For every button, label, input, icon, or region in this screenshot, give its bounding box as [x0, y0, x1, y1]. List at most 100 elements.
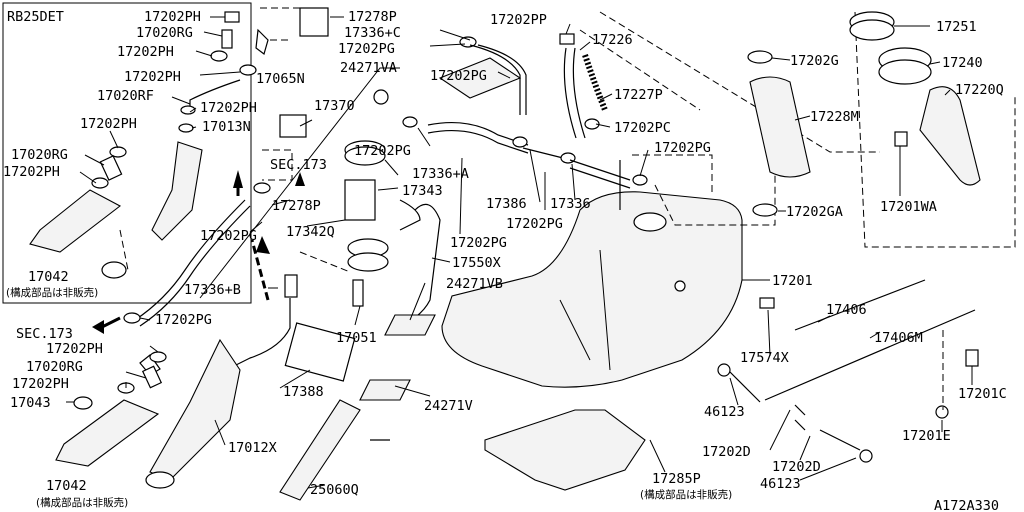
part-label: 17285P — [652, 471, 701, 487]
arrow-left-icon — [92, 320, 104, 334]
part-label: 17202PH — [124, 69, 181, 85]
part-label: 17202PG — [430, 68, 487, 84]
clamp-icon — [253, 182, 271, 194]
part-label: 17202PH — [3, 164, 60, 180]
part-label: 17202PP — [490, 12, 547, 28]
clamp-icon — [224, 11, 240, 23]
part-label: 24271VA — [340, 60, 397, 76]
filler-neck-icon — [151, 141, 203, 241]
heat-insulator-icon — [384, 314, 436, 336]
leader-line — [119, 229, 129, 271]
part-label: 17042 — [28, 269, 69, 285]
part-label: 17336 — [550, 196, 591, 212]
section-ref-label: SEC.173 — [16, 326, 73, 342]
sender-unit-icon — [299, 7, 329, 37]
clamp-icon — [109, 146, 127, 158]
part-label: 17201 — [772, 273, 813, 289]
part-label: 17550X — [452, 255, 501, 271]
part-label: 17202PH — [200, 100, 257, 116]
bolt-icon — [965, 349, 979, 367]
clamp-icon — [123, 312, 141, 324]
clamp-icon — [512, 136, 528, 148]
part-labels: 17202PH 17020RG 17202PH 17278P 17202PH 1… — [3, 9, 1007, 512]
hose-piece-icon — [141, 365, 163, 389]
part-label: 17202PH — [144, 9, 201, 25]
part-label: 17226 — [592, 32, 633, 48]
part-label: 17202G — [790, 53, 839, 69]
grommet-icon — [373, 89, 389, 105]
part-label: 17388 — [283, 384, 324, 400]
part-label: 17336+B — [184, 282, 241, 298]
nut-icon — [935, 405, 949, 419]
clamp-icon — [178, 123, 194, 133]
clamp-icon — [632, 174, 648, 186]
part-label: 17370 — [314, 98, 355, 114]
part-label: 17240 — [942, 55, 983, 71]
hose-line — [389, 203, 441, 331]
section-ref-label: SEC.173 — [270, 157, 327, 173]
part-label: 46123 — [760, 476, 801, 492]
clip-icon — [759, 297, 775, 309]
clamp-icon — [584, 118, 600, 130]
bolt-icon — [717, 363, 731, 377]
divider-line — [199, 67, 400, 299]
part-label: 17202PH — [117, 44, 174, 60]
part-label: 17202PG — [200, 228, 257, 244]
arrow-icon — [256, 236, 270, 254]
leader-lines — [66, 23, 973, 489]
heat-insulator-icon — [438, 57, 522, 99]
variant-label: RB25DET — [7, 9, 64, 25]
heat-shield-icon — [284, 322, 356, 382]
part-label: 17042 — [46, 478, 87, 494]
part-label: 17013N — [202, 119, 251, 135]
part-label: 17220Q — [955, 82, 1004, 98]
part-label: 17201C — [958, 386, 1007, 402]
part-label: 17202PH — [12, 376, 69, 392]
breather-hose-line — [563, 47, 577, 139]
part-label: 17342Q — [286, 224, 335, 240]
part-label: 17202D — [702, 444, 751, 460]
clamp-icon — [91, 177, 109, 189]
inset-parts — [29, 7, 329, 279]
connector-icon — [284, 274, 298, 298]
hose-line — [399, 199, 421, 231]
part-label: 17202GA — [786, 204, 843, 220]
heat-insulator-icon — [359, 379, 411, 401]
fuel-tank-body — [441, 191, 743, 388]
corrugated-tube-icon — [582, 54, 608, 112]
filler-cap-ring-icon — [101, 261, 127, 279]
not-for-sale-note: (構成部品は非販売) — [36, 496, 128, 509]
hose-line — [569, 159, 631, 181]
part-label: 17336+C — [344, 25, 401, 41]
arrow-up-icon — [295, 172, 305, 186]
bolt-icon — [894, 131, 908, 147]
clamp-icon — [559, 33, 575, 45]
part-label: 17202PG — [450, 235, 507, 251]
hose-line — [469, 44, 521, 115]
fuel-gauge-unit-icon — [279, 399, 361, 501]
part-label: 17065N — [256, 71, 305, 87]
filler-tube-icon — [749, 76, 811, 178]
part-label: 25060Q — [310, 482, 359, 498]
fuel-pump-unit-icon — [344, 179, 376, 221]
arrow-up-icon — [233, 170, 243, 188]
part-label: 17202PC — [614, 120, 671, 136]
hose-line — [134, 199, 246, 321]
rb25det-inset-frame — [2, 2, 252, 304]
part-label: 17202PG — [338, 41, 395, 57]
part-label: 17051 — [336, 330, 377, 346]
part-label: 17012X — [228, 440, 277, 456]
fuel-tank — [441, 154, 776, 491]
clamp-icon — [149, 351, 167, 363]
part-label: 17228M — [810, 109, 859, 125]
part-label: 17020RG — [136, 25, 193, 41]
filler-tube-icon — [29, 189, 122, 253]
clamp-icon — [747, 50, 773, 64]
tank-strap-icon — [794, 279, 926, 331]
part-label: 17020RG — [26, 359, 83, 375]
left-center-parts — [55, 67, 400, 501]
hose-piece-icon — [99, 155, 123, 181]
part-label: 24271V — [424, 398, 473, 414]
part-label: 17201E — [902, 428, 951, 444]
